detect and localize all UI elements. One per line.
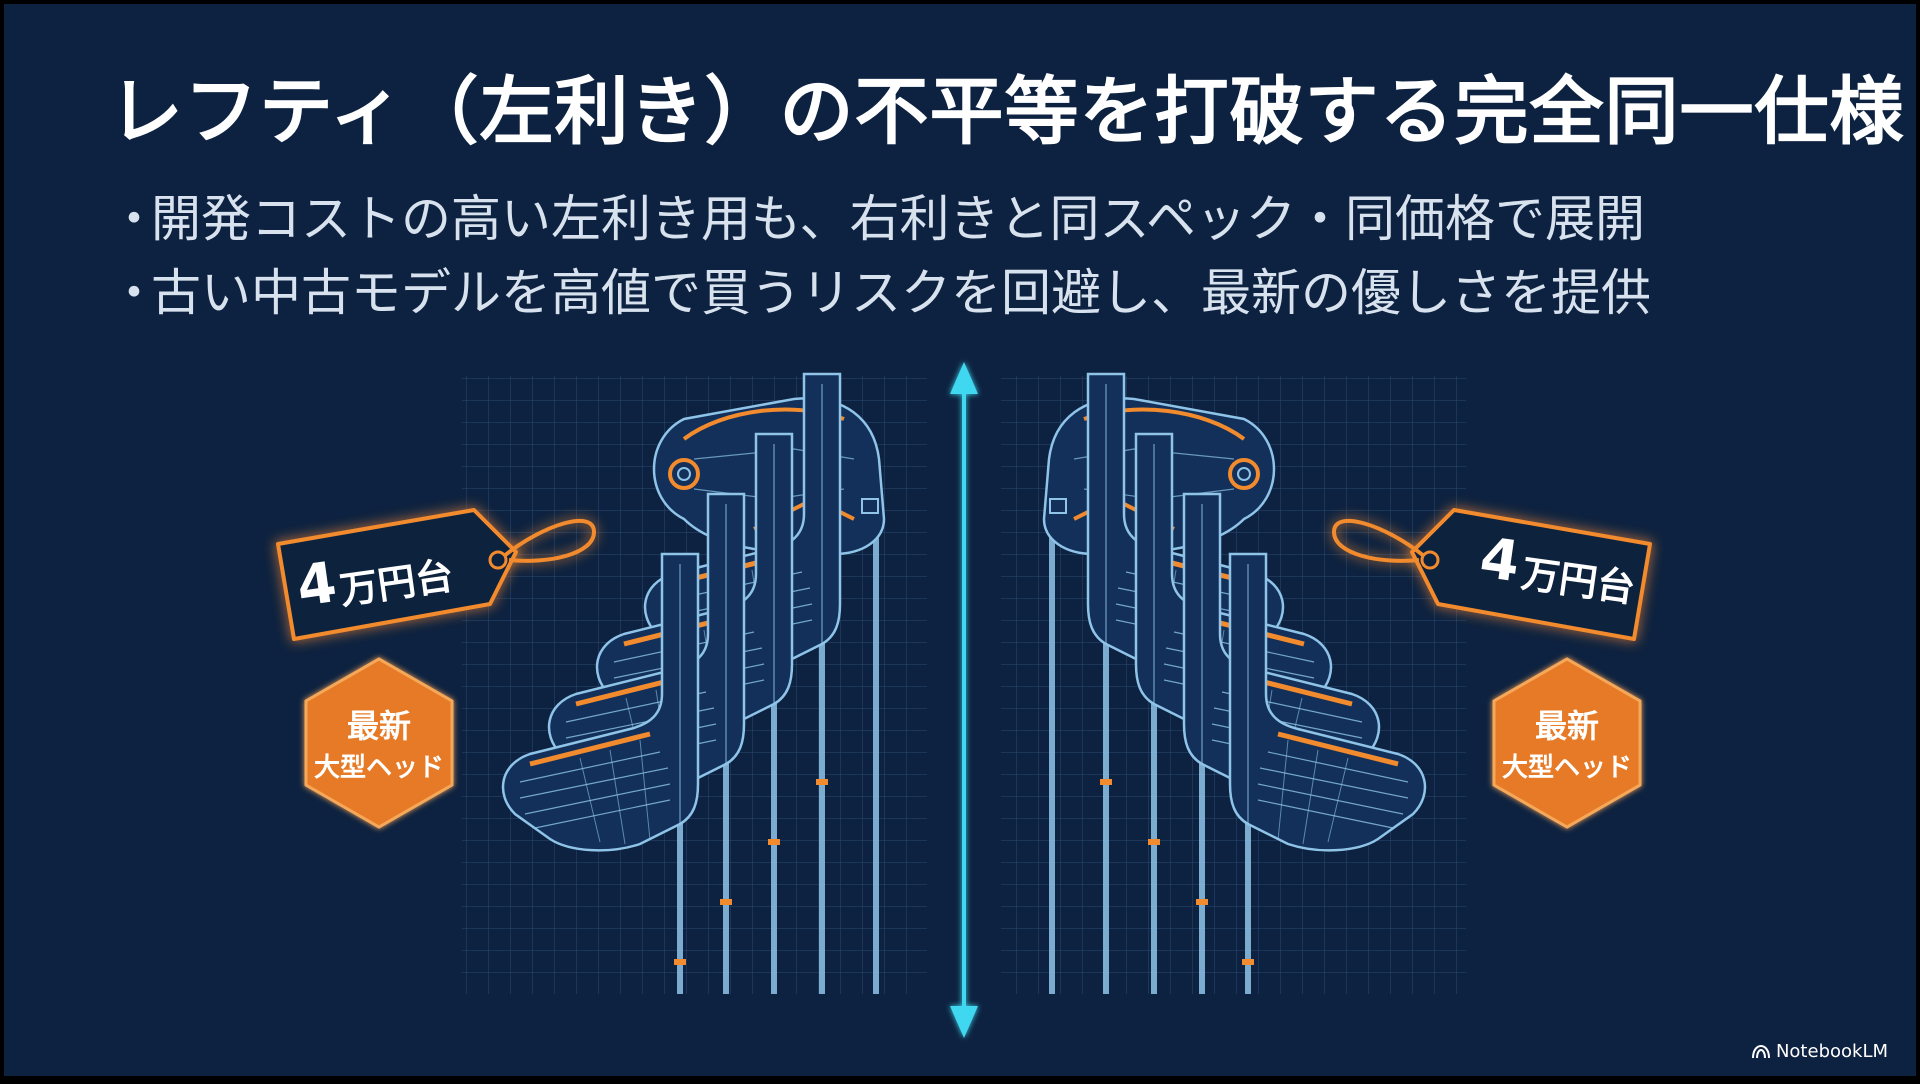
left-badge: 最新 大型ヘッド [304,657,454,829]
bullet-item: ・開発コストの高い左利き用も、右利きと同スペック・同価格で展開 [109,182,1829,256]
left-badge-line2: 大型ヘッド [314,753,444,783]
right-badge-line2: 大型ヘッド [1502,753,1632,783]
right-price-tag: 4 万円台 [1331,508,1652,641]
brand-watermark: NotebookLM [1751,1041,1888,1062]
notebooklm-logo-icon [1751,1044,1770,1058]
right-club-set [1042,374,1425,994]
right-price-number: 4 [1476,525,1524,595]
left-club-set [503,374,886,994]
left-price-number: 4 [293,550,341,620]
bullet-text: 開発コストの高い左利き用も、右利きと同スペック・同価格で展開 [151,190,1645,248]
bullet-marker: ・ [109,264,159,322]
left-price-tag: 4 万円台 [276,508,597,641]
brand-name: NotebookLM [1775,1041,1888,1062]
club-illustration: 4 万円台 最新 大型ヘッド 4 万円台 最新 大型ヘッド [276,362,1652,1038]
right-badge: 最新 大型ヘッド [1492,657,1642,829]
bullet-item: ・古い中古モデルを高値で買うリスクを回避し、最新の優しさを提供 [109,256,1829,330]
mirror-axis-arrow [950,362,978,1038]
bullet-text: 古い中古モデルを高値で買うリスクを回避し、最新の優しさを提供 [151,264,1651,322]
right-badge-line1: 最新 [1535,707,1599,745]
bullet-list: ・開発コストの高い左利き用も、右利きと同スペック・同価格で展開 ・古い中古モデル… [109,182,1829,330]
left-badge-line1: 最新 [347,707,411,745]
slide-title: レフティ（左利き）の不平等を打破する完全同一仕様 [109,69,1905,155]
bullet-marker: ・ [109,190,159,248]
